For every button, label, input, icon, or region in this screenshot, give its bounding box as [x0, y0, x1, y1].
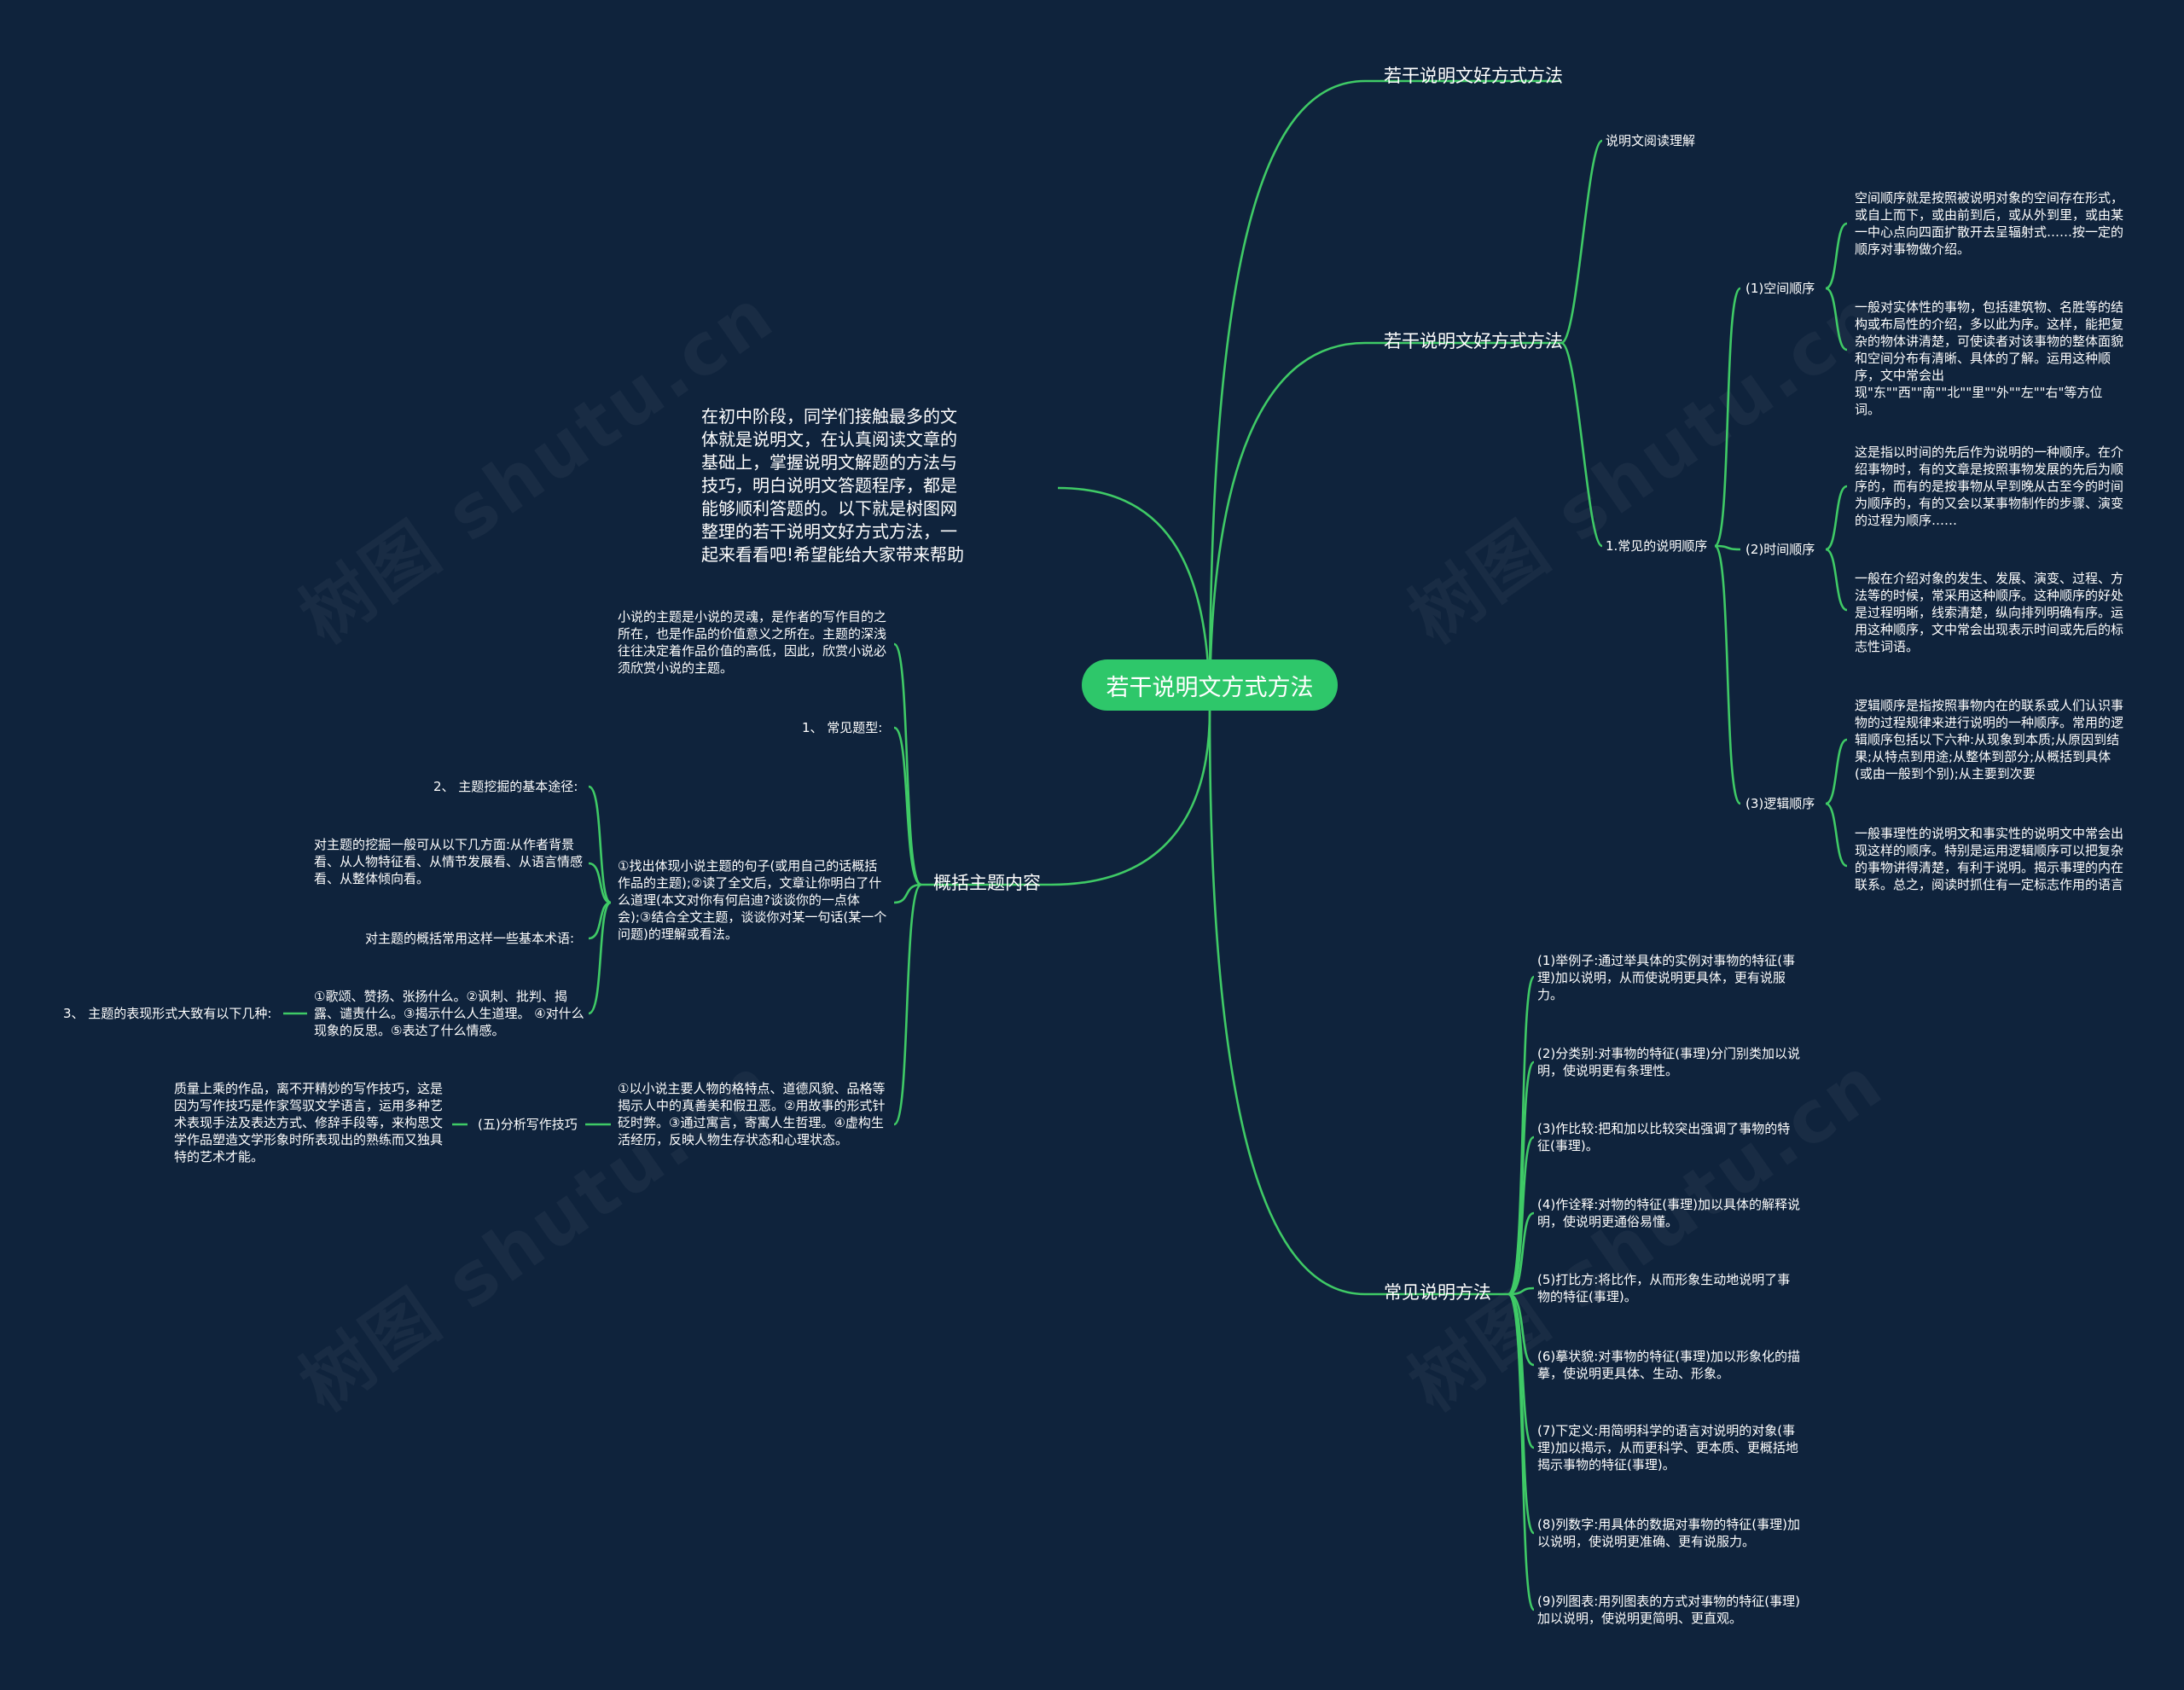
- link-logic-text2: [1825, 802, 1848, 868]
- time-order-text-2: 一般在介绍对象的发生、发展、演变、过程、方法等的时候，常采用这种顺序。这种顺序的…: [1855, 571, 2124, 654]
- writing-techniques-text: 质量上乘的作品，离不开精妙的写作技巧，这是因为写作技巧是作家驾驭文学语言，运用多…: [174, 1081, 444, 1164]
- node-theme-terms[interactable]: 对主题的概括常用这样一些基本术语:: [365, 931, 575, 946]
- theme-mining-text: 对主题的挖掘一般可从以下几方面:从作者背景看、从人物特征看、从情节发展看、从语言…: [314, 837, 584, 886]
- node-space-order[interactable]: (1)空间顺序: [1745, 281, 1815, 296]
- link-time-text1: [1825, 485, 1848, 551]
- method-item: (4)作诠释:对物的特征(事理)加以具体的解释说明，使说明更通俗易懂。: [1537, 1197, 1801, 1229]
- link-center-left-branch: [1050, 710, 1211, 886]
- branch-common-methods[interactable]: 常见说明方法: [1384, 1282, 1491, 1303]
- link-space-text2: [1825, 287, 1848, 351]
- link-order-space: [1713, 287, 1742, 548]
- theme-terms-text: ①歌颂、赞扬、张扬什么。②讽刺、批判、揭露、谴责什么。③揭示什么人生道理。 ④对…: [314, 989, 584, 1038]
- branch-methods-2[interactable]: 若干说明文好方式方法: [1384, 331, 1563, 351]
- link-method-2: [1507, 1060, 1536, 1296]
- method-item: (1)举例子:通过举具体的实例对事物的特征(事理)加以说明，从而使说明更具体，更…: [1537, 953, 1796, 1002]
- method-item: (6)摹状貌:对事物的特征(事理)加以形象化的描摹，使说明更具体、生动、形象。: [1537, 1349, 1801, 1381]
- link-center-intro: [1057, 486, 1211, 711]
- question-types-text: ①找出体现小说主题的句子(或用自己的话概括作品的主题);②读了全文后，文章让你明…: [618, 858, 887, 942]
- link-center-branch1: [1208, 79, 1366, 711]
- link-left-n3: [893, 883, 922, 904]
- link-left-n4: [892, 883, 922, 1126]
- node-writing-techniques[interactable]: (五)分析写作技巧: [478, 1117, 578, 1132]
- method-item: (2)分类别:对事物的特征(事理)分门别类加以说明，使说明更有条理性。: [1537, 1046, 1801, 1078]
- theme-intro-text: 小说的主题是小说的灵魂，是作者的写作目的之所在，也是作品的价值意义之所在。主题的…: [618, 609, 887, 676]
- method-item: (9)列图表:用列图表的方式对事物的特征(事理)加以说明，使说明更简明、更直观。: [1537, 1594, 1801, 1626]
- character-analysis-text: ①以小说主要人物的格特点、道德风貌、品格等揭示人中的真善美和假丑恶。②用故事的形…: [618, 1081, 886, 1147]
- link-n3-c2: [588, 862, 612, 904]
- link-method-5: [1507, 1286, 1535, 1296]
- link-center-branch2: [1208, 341, 1366, 711]
- link-left-n2: [893, 726, 922, 886]
- link-n3-c4: [588, 901, 612, 1015]
- link-method-3: [1507, 1135, 1535, 1296]
- link-n3-c1: [588, 785, 612, 904]
- method-item: (5)打比方:将比作，从而形象生动地说明了事物的特征(事理)。: [1537, 1272, 1791, 1304]
- method-item: (8)列数字:用具体的数据对事物的特征(事理)加以说明，使说明更准确、更有说服力…: [1537, 1517, 1801, 1549]
- space-order-text-2: 一般对实体性的事物，包括建筑物、名胜等的结构或布局性的介绍，多以此为序。这样，能…: [1855, 299, 2124, 417]
- node-theme-forms[interactable]: 3、 主题的表现形式大致有以下几种:: [63, 1006, 272, 1021]
- link-logic-text1: [1825, 738, 1848, 805]
- link-space-text1: [1825, 222, 1848, 290]
- link-branch2-order: [1560, 341, 1604, 548]
- intro-paragraph: 在初中阶段，同学们接触最多的文体就是说明文，在认真阅读文章的基础上，掌握说明文解…: [701, 406, 965, 565]
- node-time-order[interactable]: (2)时间顺序: [1745, 542, 1815, 557]
- link-branch2-reading: [1560, 139, 1604, 345]
- link-center-branch3: [1208, 710, 1366, 1296]
- link-method-9: [1507, 1292, 1536, 1612]
- branch-summarize-theme[interactable]: 概括主题内容: [933, 873, 1041, 893]
- time-order-text-1: 这是指以时间的先后作为说明的一种顺序。在介绍事物时，有的文章是按照事物发展的先后…: [1855, 444, 2124, 528]
- branch-methods-1[interactable]: 若干说明文好方式方法: [1384, 66, 1563, 86]
- link-n3-c3: [588, 901, 612, 940]
- node-reading-comprehension[interactable]: 说明文阅读理解: [1606, 133, 1696, 148]
- method-item: (7)下定义:用简明科学的语言对说明的对象(事理)加以揭示，从而更科学、更本质、…: [1537, 1423, 1798, 1472]
- node-logic-order[interactable]: (3)逻辑顺序: [1745, 796, 1815, 811]
- space-order-text-1: 空间顺序就是按照被说明对象的空间存在形式，或自上而下，或由前到后，或从外到里，或…: [1855, 190, 2124, 257]
- link-method-4: [1507, 1211, 1535, 1296]
- logic-order-text-1: 逻辑顺序是指按照事物内在的联系或人们认识事物的过程规律来进行说明的一种顺序。常用…: [1855, 698, 2124, 781]
- method-item: (3)作比较:把和加以比较突出强调了事物的特征(事理)。: [1537, 1121, 1791, 1153]
- central-topic[interactable]: 若干说明文方式方法: [1082, 659, 1338, 711]
- node-theme-mining-paths[interactable]: 2、 主题挖掘的基本途径:: [433, 779, 578, 794]
- node-common-order[interactable]: 1.常见的说明顺序: [1606, 538, 1708, 554]
- link-order-time: [1714, 544, 1741, 551]
- link-left-n1: [892, 642, 922, 886]
- node-common-question-types[interactable]: 1、 常见题型:: [802, 720, 883, 735]
- link-time-text2: [1825, 548, 1848, 612]
- link-order-logic: [1713, 544, 1742, 805]
- link-method-6: [1507, 1292, 1535, 1367]
- logic-order-text-2: 一般事理性的说明文和事实性的说明文中常会出现这样的顺序。特别是运用逻辑顺序可以把…: [1855, 826, 2124, 892]
